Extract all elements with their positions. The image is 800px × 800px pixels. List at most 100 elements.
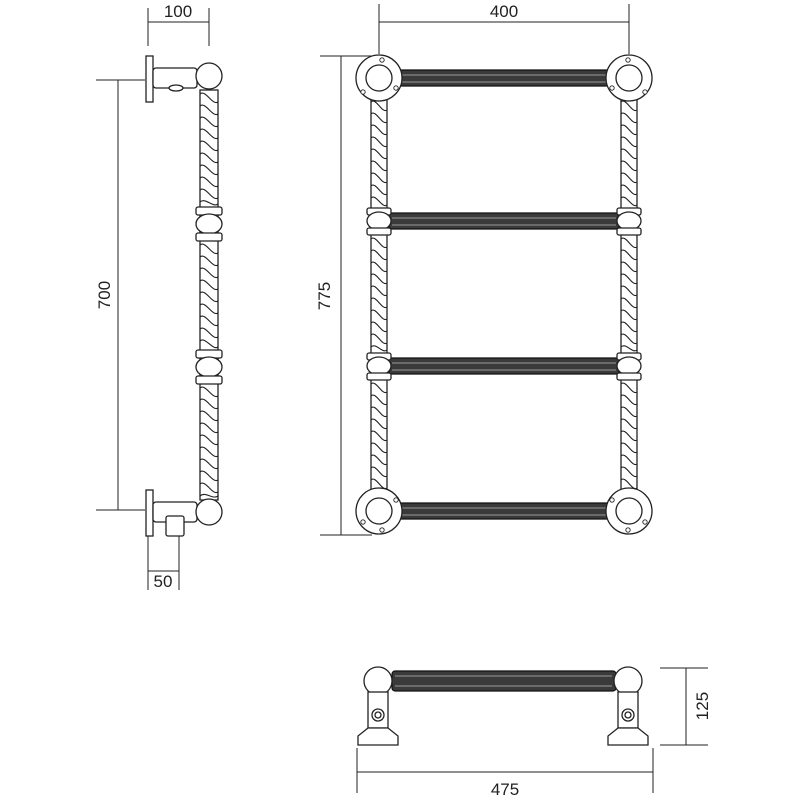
plan-dimension-right: 125	[660, 667, 712, 746]
side-dim-50-label: 50	[154, 572, 173, 591]
plan-rail	[391, 670, 617, 692]
twist-stripe	[199, 243, 219, 255]
front-dimension-top: 400	[378, 2, 630, 54]
twist-stripe	[620, 394, 638, 406]
twist-stripe	[370, 237, 388, 249]
twist-stripe	[620, 112, 638, 124]
twist-stripe	[370, 249, 388, 261]
side-dim-700-label: 700	[95, 281, 114, 309]
twist-stripe	[370, 430, 388, 442]
plan-view: 125 475	[356, 666, 712, 799]
side-ball-joint-bottom	[195, 498, 223, 526]
side-collar-upper	[195, 206, 223, 242]
plan-right-end	[607, 666, 649, 746]
twist-stripe	[199, 482, 219, 494]
front-joint-left-lower	[366, 352, 392, 381]
twist-stripe	[370, 136, 388, 148]
front-dim-400-label: 400	[490, 2, 518, 21]
twist-stripe	[199, 92, 219, 104]
side-wall-bracket-bottom	[145, 489, 198, 537]
side-dim-100-label: 100	[164, 2, 192, 21]
twist-stripe	[199, 315, 219, 327]
twist-stripe	[620, 309, 638, 321]
side-twisted-post	[199, 89, 219, 501]
twist-stripe	[199, 493, 219, 498]
front-left-post	[370, 87, 388, 499]
twist-stripe	[199, 116, 219, 128]
twist-stripe	[199, 279, 219, 291]
twist-stripe	[199, 176, 219, 188]
twist-stripe	[620, 297, 638, 309]
front-rail-1	[388, 69, 620, 87]
twist-stripe	[370, 273, 388, 285]
plan-left-end	[357, 666, 399, 746]
twist-stripe	[370, 261, 388, 273]
twist-stripe	[370, 321, 388, 333]
twist-stripe	[370, 382, 388, 394]
twist-stripe	[620, 160, 638, 172]
twist-stripe	[620, 249, 638, 261]
twist-stripe	[199, 434, 219, 446]
plan-dim-125-label: 125	[693, 692, 712, 720]
twist-stripe	[199, 200, 219, 206]
twist-stripe	[370, 454, 388, 466]
twist-stripe	[370, 394, 388, 406]
front-joint-left-upper	[366, 207, 392, 236]
twist-stripe	[620, 442, 638, 454]
front-flange-bottom-right	[605, 487, 653, 535]
twist-stripe	[199, 188, 219, 200]
side-dimension-left: 700	[95, 79, 145, 511]
twist-stripe	[620, 196, 638, 207]
side-dimension-top: 100	[147, 2, 210, 46]
front-joint-right-lower	[616, 352, 642, 381]
twist-stripe	[199, 164, 219, 176]
twist-stripe	[620, 466, 638, 478]
twist-stripe	[620, 382, 638, 394]
twist-stripe	[199, 422, 219, 434]
twist-stripe	[199, 140, 219, 152]
plan-dim-475-label: 475	[491, 780, 519, 799]
front-rails	[388, 69, 620, 520]
side-wall-bracket-top	[145, 55, 198, 103]
twist-stripe	[199, 291, 219, 303]
front-dim-775-label: 775	[315, 282, 334, 310]
twist-stripe	[620, 273, 638, 285]
twist-stripe	[199, 410, 219, 422]
front-flange-bottom-left	[355, 487, 403, 535]
twist-stripe	[199, 267, 219, 279]
twist-stripe	[370, 100, 388, 112]
twist-stripe	[370, 309, 388, 321]
twist-stripe	[620, 148, 638, 160]
twist-stripe	[370, 184, 388, 196]
front-view: 400 775	[315, 2, 653, 536]
front-dimension-left: 775	[315, 55, 372, 536]
side-view: 100 700 50	[95, 2, 223, 591]
twist-stripe	[199, 327, 219, 339]
twist-stripe	[370, 160, 388, 172]
side-dimension-bottom: 50	[147, 530, 180, 591]
front-flange-top-right	[605, 54, 653, 102]
twist-stripe	[620, 321, 638, 333]
twist-stripe	[370, 466, 388, 478]
front-rail-4	[388, 502, 620, 520]
twist-stripe	[370, 112, 388, 124]
twist-stripe	[620, 418, 638, 430]
twist-stripe	[199, 128, 219, 140]
twist-stripe	[199, 339, 219, 349]
twist-stripe	[620, 100, 638, 112]
side-collar-lower	[195, 349, 223, 385]
twist-stripe	[370, 418, 388, 430]
twist-stripe	[199, 104, 219, 116]
twist-stripe	[199, 386, 219, 398]
twist-stripe	[199, 458, 219, 470]
twist-stripe	[620, 261, 638, 273]
twist-stripe	[620, 184, 638, 196]
twist-stripe	[620, 124, 638, 136]
twist-stripe	[370, 406, 388, 418]
twist-stripe	[620, 172, 638, 184]
twist-stripe	[370, 172, 388, 184]
twist-stripe	[620, 454, 638, 466]
twist-stripe	[370, 442, 388, 454]
twist-stripe	[370, 196, 388, 207]
